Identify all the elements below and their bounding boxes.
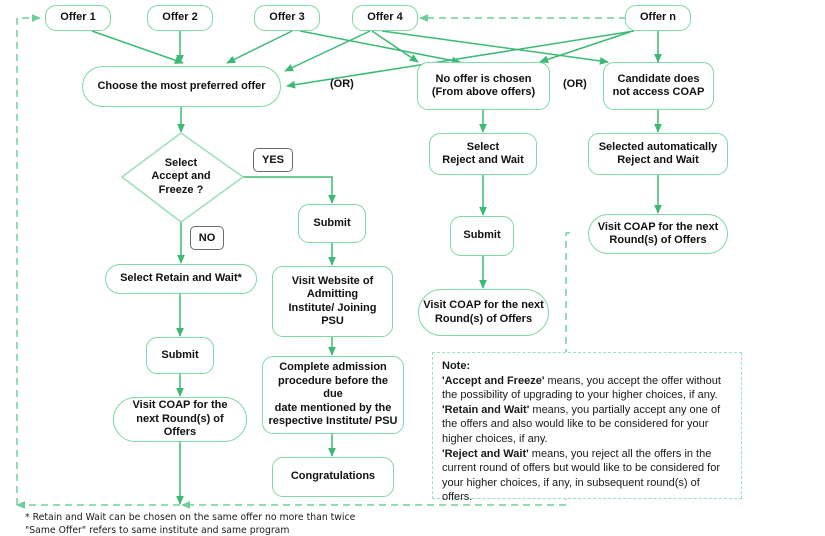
node-label: Offer 1 <box>60 11 96 24</box>
node-submit-no[interactable]: Submit <box>146 337 214 374</box>
node-label: Offer n <box>639 11 677 24</box>
node-label: Submit <box>161 348 199 361</box>
node-submit-reject[interactable]: Submit <box>450 216 514 256</box>
node-label: Visit COAP for the next Round(s) of Offe… <box>423 299 544 325</box>
branch-label-yes: YES <box>253 148 293 172</box>
node-offer-1[interactable]: Offer 1 <box>45 5 111 31</box>
node-label: Select Reject and Wait <box>442 140 524 167</box>
decision-label: Select Accept and Freeze ? <box>151 156 211 196</box>
footnote: * Retain and Wait can be chosen on the s… <box>25 512 356 536</box>
node-label: Visit Website of Admitting Institute/ Jo… <box>288 274 377 328</box>
node-label: Offer 4 <box>367 11 403 24</box>
node-no-offer-chosen[interactable]: No offer is chosen (From above offers) <box>417 62 550 110</box>
node-label: Visit COAP for the next Round(s) of Offe… <box>132 399 228 439</box>
node-label: Selected automatically Reject and Wait <box>598 140 718 167</box>
node-submit-yes[interactable]: Submit <box>298 204 366 243</box>
note-term: 'Accept and Freeze' <box>442 374 545 387</box>
node-offer-n[interactable]: Offer n <box>625 5 691 31</box>
node-label: Complete admission procedure before the … <box>268 361 398 428</box>
node-selected-automatically-reject-and-wait[interactable]: Selected automatically Reject and Wait <box>588 133 728 175</box>
note-text: means, you accept the offer without the … <box>442 374 721 402</box>
note-line: 'Accept and Freeze' means, you accept th… <box>442 374 733 403</box>
node-congratulations[interactable]: Congratulations <box>272 457 394 497</box>
decision-select-accept-and-freeze[interactable]: Select Accept and Freeze ? <box>131 152 231 202</box>
note-heading: Note: <box>442 360 471 372</box>
or-label-right: (OR) <box>563 78 587 90</box>
note-text: means, you reject all the offers in the … <box>442 447 721 504</box>
branch-label-no-text: NO <box>198 232 216 244</box>
node-visit-coap-next-round-left[interactable]: Visit COAP for the next Round(s) of Offe… <box>113 397 247 442</box>
node-visit-website-admitting-institute[interactable]: Visit Website of Admitting Institute/ Jo… <box>272 266 393 337</box>
node-choose-preferred-offer[interactable]: Choose the most preferred offer <box>82 66 281 107</box>
node-label: Offer 3 <box>269 11 305 24</box>
node-label: Submit <box>463 229 501 242</box>
node-select-reject-and-wait[interactable]: Select Reject and Wait <box>429 133 537 175</box>
node-offer-3[interactable]: Offer 3 <box>254 5 320 31</box>
node-select-retain-and-wait[interactable]: Select Retain and Wait* <box>105 264 257 294</box>
node-offer-4[interactable]: Offer 4 <box>352 5 418 31</box>
node-label: Candidate does not access COAP <box>612 72 705 99</box>
node-offer-2[interactable]: Offer 2 <box>147 5 213 31</box>
node-label: Offer 2 <box>162 11 198 24</box>
node-label: Congratulations <box>290 470 376 483</box>
note-term: 'Retain and Wait' <box>442 403 530 416</box>
note-term: 'Reject and Wait' <box>442 447 529 460</box>
node-visit-coap-next-round-middle[interactable]: Visit COAP for the next Round(s) of Offe… <box>418 289 549 336</box>
node-candidate-no-access-coap[interactable]: Candidate does not access COAP <box>603 62 714 110</box>
branch-label-no: NO <box>190 226 224 250</box>
node-label: No offer is chosen (From above offers) <box>431 72 536 99</box>
note-box: Note: 'Accept and Freeze' means, you acc… <box>432 352 742 503</box>
or-label-left: (OR) <box>330 78 354 90</box>
node-complete-admission-procedure[interactable]: Complete admission procedure before the … <box>262 356 404 434</box>
note-text: means, you partially accept any one of t… <box>442 403 721 445</box>
node-label: Select Retain and Wait* <box>120 272 242 285</box>
note-line: 'Retain and Wait' means, you partially a… <box>442 403 733 447</box>
note-line: 'Reject and Wait' means, you reject all … <box>442 447 733 505</box>
node-label: Visit COAP for the next Round(s) of Offe… <box>597 220 719 247</box>
node-label: Submit <box>313 216 351 229</box>
node-visit-coap-next-round-right[interactable]: Visit COAP for the next Round(s) of Offe… <box>588 214 728 254</box>
node-label: Choose the most preferred offer <box>97 79 266 92</box>
branch-label-yes-text: YES <box>261 154 284 166</box>
